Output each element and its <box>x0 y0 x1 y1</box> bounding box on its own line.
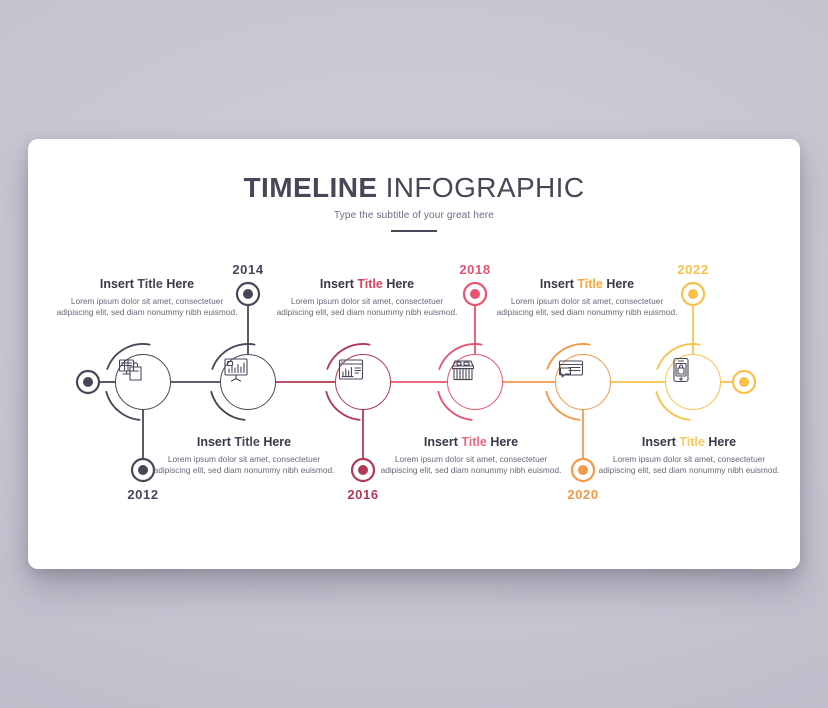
slide-card: TIMELINE INFOGRAPHIC Type the subtitle o… <box>28 139 800 569</box>
milestone-title-2012: Insert Title Here <box>53 277 241 292</box>
milestone-body-2014: Lorem ipsum dolor sit amet, consectetuer… <box>153 454 335 476</box>
title-suffix: Here <box>162 277 195 291</box>
title-accent-word: Title <box>679 435 705 449</box>
title-light: INFOGRAPHIC <box>385 172 585 203</box>
timeline-node-2014[interactable] <box>220 354 276 410</box>
year-label-2020: 2020 <box>567 487 599 502</box>
timeline-connectors <box>75 281 757 483</box>
milestone-body-2012: Lorem ipsum dolor sit amet, consectetuer… <box>56 296 238 318</box>
year-label-2016: 2016 <box>347 487 379 502</box>
milestone-title-2020: Insert Title Here <box>493 277 681 292</box>
title-accent-word: Title <box>234 435 260 449</box>
title-prefix: Insert <box>99 277 138 291</box>
slide-header: TIMELINE INFOGRAPHIC Type the subtitle o… <box>28 172 800 232</box>
year-label-2022: 2022 <box>677 262 709 277</box>
timeline-node-2022[interactable] <box>665 354 721 410</box>
title-suffix: Here <box>259 435 292 449</box>
milestone-title-2014: Insert Title Here <box>150 435 338 450</box>
title-suffix: Here <box>602 277 635 291</box>
milestone-title-2016: Insert Title Here <box>273 277 461 292</box>
milestone-title-2022: Insert Title Here <box>595 435 783 450</box>
milestone-body-2018: Lorem ipsum dolor sit amet, consectetuer… <box>380 454 562 476</box>
title-accent-word: Title <box>137 277 163 291</box>
title-bold: TIMELINE <box>243 172 378 203</box>
milestone-body-2020: Lorem ipsum dolor sit amet, consectetuer… <box>496 296 678 318</box>
title-prefix: Insert <box>319 277 358 291</box>
page-subtitle: Type the subtitle of your great here <box>334 210 494 221</box>
year-label-2014: 2014 <box>232 262 264 277</box>
timeline-node-2020[interactable] <box>555 354 611 410</box>
milestone-body-2016: Lorem ipsum dolor sit amet, consectetuer… <box>276 296 458 318</box>
timeline-node-2016[interactable] <box>335 354 391 410</box>
title-accent-word: Title <box>461 435 487 449</box>
milestone-title-2018: Insert Title Here <box>377 435 565 450</box>
title-suffix: Here <box>704 435 737 449</box>
milestone-body-2022: Lorem ipsum dolor sit amet, consectetuer… <box>598 454 780 476</box>
title-suffix: Here <box>382 277 415 291</box>
title-prefix: Insert <box>196 435 235 449</box>
title-accent-word: Title <box>357 277 383 291</box>
timeline-node-2018[interactable] <box>447 354 503 410</box>
page-title: TIMELINE INFOGRAPHIC <box>28 172 800 204</box>
title-divider <box>391 230 437 232</box>
title-accent-word: Title <box>577 277 603 291</box>
timeline-node-2012[interactable] <box>115 354 171 410</box>
title-prefix: Insert <box>641 435 680 449</box>
title-prefix: Insert <box>539 277 578 291</box>
year-label-2018: 2018 <box>459 262 491 277</box>
title-prefix: Insert <box>423 435 462 449</box>
year-label-2012: 2012 <box>127 487 159 502</box>
title-suffix: Here <box>486 435 519 449</box>
